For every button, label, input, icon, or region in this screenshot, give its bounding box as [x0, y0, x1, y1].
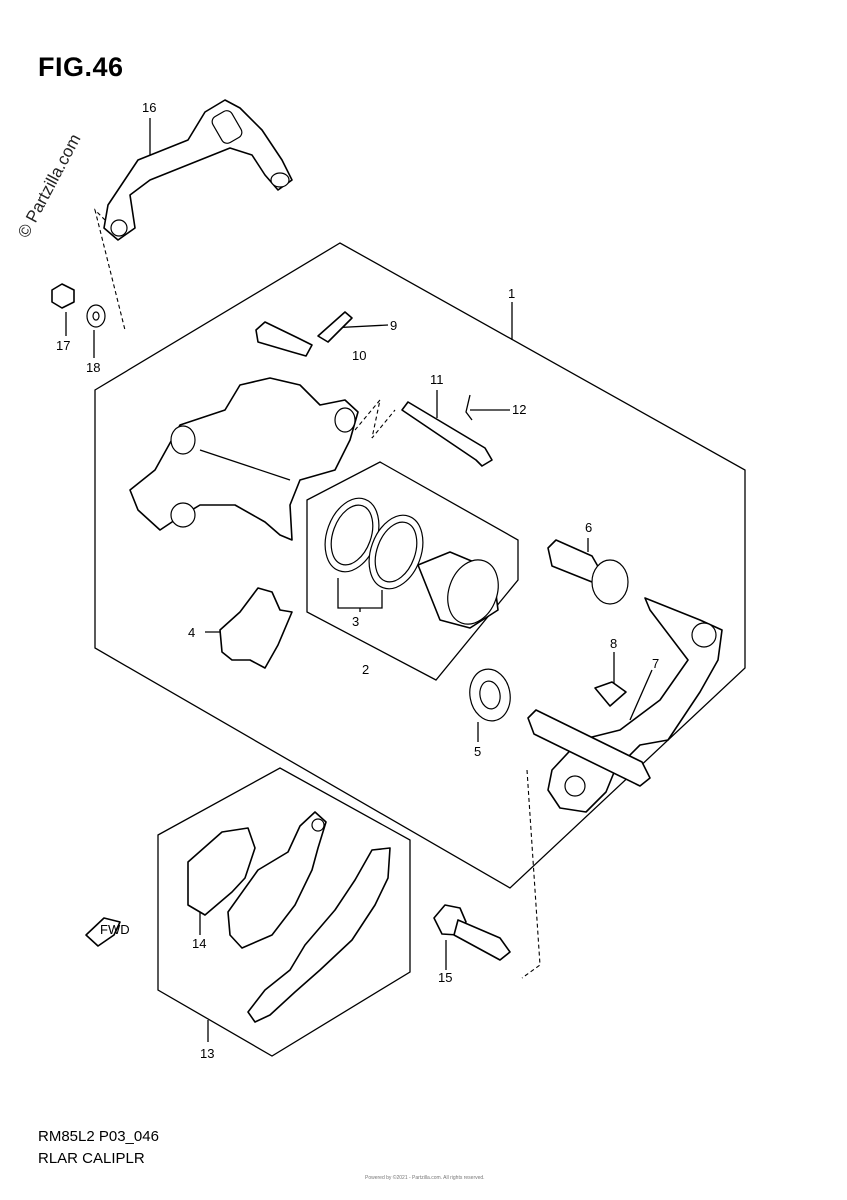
callout-13: 13 [200, 1046, 214, 1061]
bolt-17 [51, 283, 75, 309]
figure-title: FIG.46 [38, 52, 124, 82]
bracket-hole-2 [270, 172, 290, 188]
fwd-arrow-icon [85, 917, 121, 947]
caliper-bracket [103, 99, 293, 241]
slide-bracket-boss [691, 622, 717, 648]
piston-face [447, 559, 499, 625]
bleeder-cap-10 [255, 321, 313, 357]
piston-seal-inner [330, 504, 374, 566]
footer-note: Powered by ©2021 - Partzilla.com. All ri… [365, 1175, 485, 1181]
callout-5: 5 [474, 744, 481, 759]
pad-set-outline [157, 767, 411, 1057]
callout-4: 4 [188, 625, 195, 640]
leader-7 [629, 669, 653, 721]
callout-16: 16 [142, 100, 156, 115]
pad-shim [247, 847, 391, 1023]
fwd-arrow-label: FWD [100, 922, 130, 937]
callout-12: 12 [512, 402, 526, 417]
callout-8: 8 [610, 636, 617, 651]
dust-seal-inner [374, 521, 418, 583]
callout-2: 2 [362, 662, 369, 677]
slide-pin-7 [527, 709, 651, 787]
callout-15: 15 [438, 970, 452, 985]
caliper-edge [199, 449, 291, 481]
callout-17: 17 [56, 338, 70, 353]
pin-clip-12 [465, 394, 473, 421]
piston-kit-outline [306, 461, 519, 681]
callout-14: 14 [192, 936, 206, 951]
slide-bracket-hole [564, 775, 586, 797]
dash-bolt-15 [521, 769, 541, 979]
boot-6 [591, 559, 629, 605]
caliper-bore-2 [170, 502, 196, 528]
callout-6: 6 [585, 520, 592, 535]
callout-7: 7 [652, 656, 659, 671]
dash-bracket-bolt [93, 208, 126, 331]
assembly-outline [94, 242, 746, 889]
pad-pin-11 [401, 401, 493, 467]
callout-11: 11 [430, 372, 444, 387]
caliper-bore-1 [170, 425, 196, 455]
boot-5-bore [479, 680, 501, 710]
brake-pad-14a [187, 827, 256, 916]
model-code: RM85L2 P03_046 [38, 1128, 159, 1145]
washer-hole [92, 311, 100, 321]
pad-hole [311, 818, 325, 832]
clip-8 [594, 681, 627, 707]
caliper-body [129, 377, 359, 541]
bracket-hole [110, 219, 128, 237]
bracket-slot [211, 110, 243, 144]
callout-9: 9 [390, 318, 397, 333]
callout-10: 10 [352, 348, 366, 363]
brake-pad-14b [227, 811, 327, 949]
section-name: RLAR CALIPLR [38, 1150, 145, 1167]
bleeder-valve-9 [317, 311, 353, 343]
pad-spring-4 [219, 587, 293, 669]
caliper-bore-3 [334, 407, 356, 433]
callout-3: 3 [352, 614, 359, 629]
callout-18: 18 [86, 360, 100, 375]
dash-pin [354, 399, 396, 439]
mount-bolt-shank-15 [453, 919, 511, 961]
callout-1: 1 [508, 286, 515, 301]
